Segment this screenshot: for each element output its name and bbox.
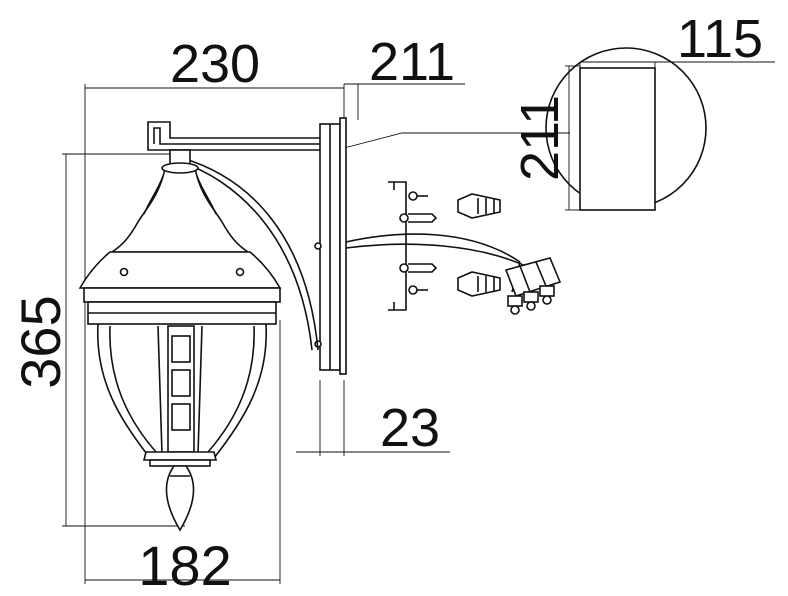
wall-plate (314, 117, 347, 375)
mounting-hardware (388, 181, 501, 311)
terminal-block-icon (504, 257, 562, 315)
dim-211-vertical: 211 (510, 95, 570, 181)
dimension-labels: 230 211 115 211 365 182 23 (9, 9, 763, 596)
lantern-body (78, 162, 282, 532)
wall-plug-icon (457, 271, 501, 297)
dim-211-top: 211 (369, 32, 455, 92)
dim-365: 365 (9, 295, 72, 388)
lantern-arm (147, 121, 320, 351)
dimension-lines (62, 61, 775, 584)
screw-icon (408, 285, 428, 295)
screw-icon (399, 213, 438, 223)
dim-182: 182 (138, 534, 231, 596)
screw-icon (408, 191, 428, 201)
dim-23: 23 (380, 398, 440, 458)
detail-view (545, 47, 707, 211)
screw-icon (399, 263, 438, 273)
dim-115: 115 (677, 9, 763, 69)
wall-plug-icon (457, 193, 501, 219)
wiring (345, 233, 562, 315)
dim-230: 230 (170, 34, 260, 94)
